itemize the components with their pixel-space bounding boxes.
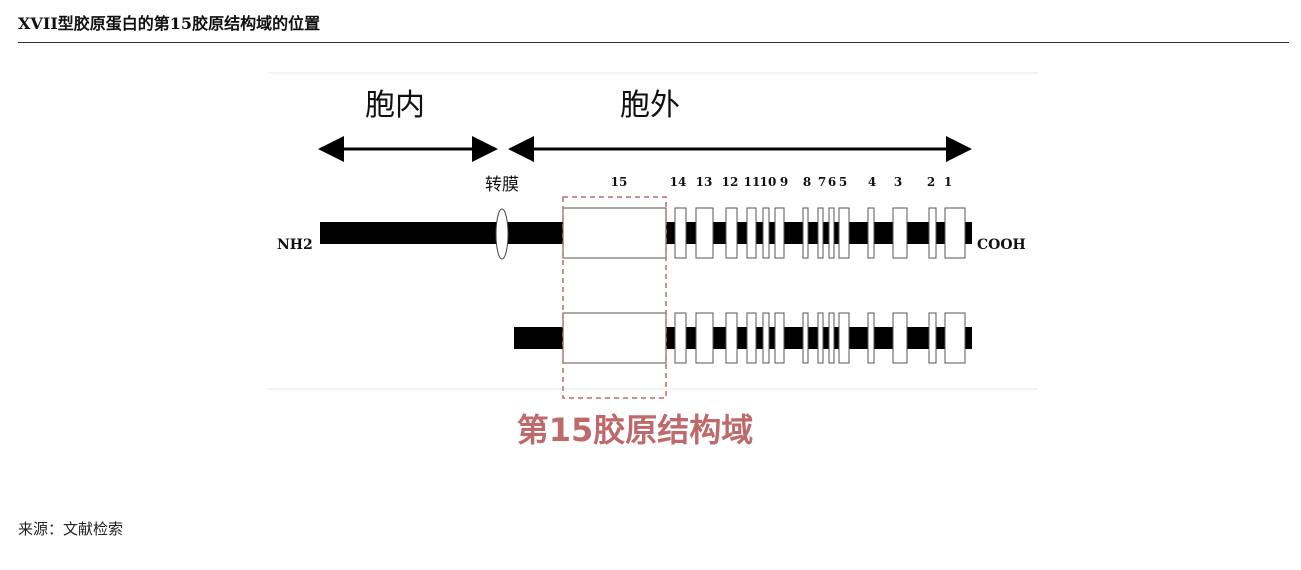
collagen-domain-box [774, 207, 785, 259]
highlight-dashed-frame [562, 196, 667, 399]
domain-number-4: 4 [868, 175, 876, 189]
domain-number-11: 11 [744, 175, 761, 189]
collagen-domain-box [746, 312, 757, 364]
collagen-domain-box [867, 312, 875, 364]
c-terminus-label: COOH [977, 237, 1026, 253]
collagen-domain-box [762, 312, 770, 364]
transmembrane-marker [495, 208, 509, 260]
collagen-domain-box [828, 207, 835, 259]
shed-ectodomain-chain [514, 312, 972, 364]
collagen-domain-box [774, 312, 785, 364]
domain-number-6: 6 [828, 175, 836, 189]
collagen-domain-box [802, 312, 809, 364]
domain-15-box [562, 207, 667, 259]
collagen-domain-box [944, 207, 966, 259]
collagen-domain-box [838, 207, 850, 259]
domain-number-9: 9 [780, 175, 788, 189]
domain-number-14: 14 [670, 175, 687, 189]
collagen-domain-box [674, 207, 687, 259]
collagen-domain-box [695, 312, 714, 364]
collagen-domain-box [867, 207, 875, 259]
collagen-domain-box [892, 207, 908, 259]
collagen-domain-box [928, 312, 937, 364]
collagen-domain-box [838, 312, 850, 364]
collagen-domain-box [817, 207, 824, 259]
extracellular-label: 胞外 [620, 88, 680, 123]
highlight-label: 第15胶原结构域 [517, 411, 754, 449]
page-title: XVII型胶原蛋白的第15胶原结构域的位置 [18, 14, 321, 33]
collagen-domain-box [725, 312, 738, 364]
domain-number-5: 5 [839, 175, 847, 189]
domain-number-13: 13 [696, 175, 713, 189]
domain-number-10: 10 [760, 175, 777, 189]
domain-number-12: 12 [722, 175, 739, 189]
transmembrane-label: 转膜 [485, 175, 519, 195]
n-terminus-label: NH2 [277, 237, 313, 253]
collagen-domain-box [762, 207, 770, 259]
collagen-domain-box [674, 312, 687, 364]
domain-number-2: 2 [927, 175, 935, 189]
collagen-domain-box [725, 207, 738, 259]
domain-number-3: 3 [894, 175, 902, 189]
collagen-domain-box [892, 312, 908, 364]
intracellular-label: 胞内 [365, 88, 425, 123]
title-divider [18, 42, 1289, 43]
domain-number-15: 15 [611, 175, 628, 189]
intracellular-arrow [318, 136, 498, 162]
collagen-domain-box [695, 207, 714, 259]
collagen-domain-box [802, 207, 809, 259]
domain-number-7: 7 [818, 175, 826, 189]
collagen-domain-box [928, 207, 937, 259]
collagen-domain-box [828, 312, 835, 364]
collagen-domain-box [746, 207, 757, 259]
collagen-domain-box [944, 312, 966, 364]
domain-number-8: 8 [803, 175, 811, 189]
full-length-chain [320, 207, 972, 260]
domain-15-box-shed [562, 312, 667, 364]
source-note: 来源：文献检索 [18, 520, 124, 538]
extracellular-arrow [508, 136, 972, 162]
domain-number-1: 1 [944, 175, 952, 189]
intracellular-segment [320, 222, 563, 244]
collagen-domain-box [817, 312, 824, 364]
